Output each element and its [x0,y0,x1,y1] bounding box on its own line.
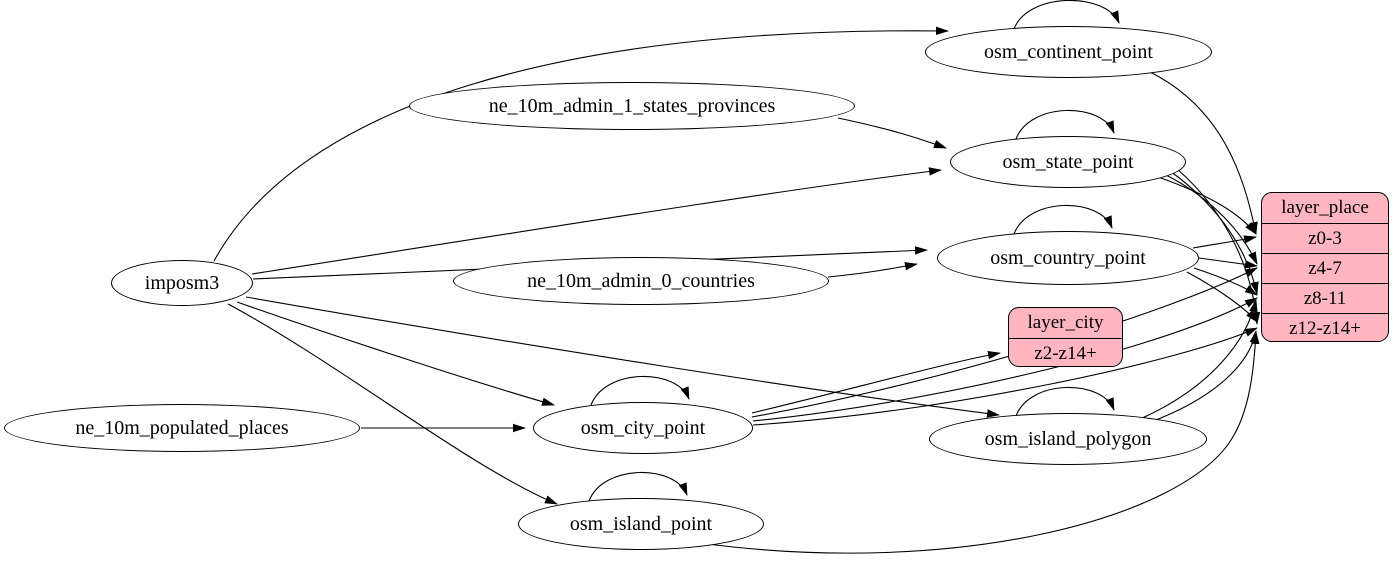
edge-osm_country_point-to-osm_country_point [1013,204,1113,235]
edge-group [213,0,1261,554]
node-osm_country_point: osm_country_point [937,231,1199,285]
edge-osm_state_point-to-layer_place-z4-7 [1163,173,1258,265]
node-ne_10m_populated_places: ne_10m_populated_places [4,404,360,452]
edge-osm_state_point-to-layer_place-z8-11 [1169,170,1259,295]
edge-osm_country_point-to-layer_place-z8-11 [1193,267,1258,296]
node-label-osm_continent_point: osm_continent_point [984,40,1153,63]
node-ne_10m_admin_0_countries: ne_10m_admin_0_countries [453,257,829,305]
record-row-layer_place-1: z4-7 [1262,253,1388,283]
edge-osm_island_polygon-to-osm_island_polygon [1015,386,1115,417]
edge-imposm3-to-osm_island_polygon [245,296,1000,418]
edge-osm_state_point-to-layer_place-z0-3 [1157,176,1257,235]
edge-osm_city_point-to-layer_city-z2-z14+ [751,350,1001,414]
edge-osm_island_polygon-to-layer_place-z12-z14+ [1147,330,1258,424]
node-label-ne_10m_admin_1_states_provinces: ne_10m_admin_1_states_provinces [488,94,776,117]
node-label-ne_10m_populated_places: ne_10m_populated_places [75,416,289,439]
edge-osm_state_point-to-osm_state_point [1015,109,1115,140]
node-label-osm_country_point: osm_country_point [990,246,1146,269]
node-imposm3: imposm3 [111,260,253,306]
edge-osm_island_point-to-layer_place-z12-z14+ [699,331,1260,554]
record-header-layer_city: layer_city [1027,312,1104,333]
edge-osm_continent_point-to-osm_continent_point [1013,0,1120,30]
edge-imposm3-to-osm_city_point [236,301,555,406]
edge-osm_city_point-to-layer_place-z12-z14+ [752,327,1258,426]
node-label-ne_10m_admin_0_countries: ne_10m_admin_0_countries [527,269,755,292]
node-layer_city: layer_city z2-z14+ [1008,307,1123,367]
record-row-layer_place-2: z8-11 [1262,283,1388,313]
node-osm_island_point: osm_island_point [518,498,764,550]
edge-imposm3-to-osm_island_point [227,303,558,505]
node-label-imposm3: imposm3 [144,271,220,294]
record-row-layer_place-0: z0-3 [1262,223,1388,253]
node-label-osm_island_polygon: osm_island_polygon [984,427,1152,450]
edge-ne_10m_admin_1_states_provinces-to-osm_state_point [837,117,947,149]
edge-osm_city_point-to-osm_city_point [590,375,690,406]
edge-osm_country_point-to-layer_place-z12-z14+ [1186,271,1258,323]
node-ne_10m_admin_1_states_provinces: ne_10m_admin_1_states_provinces [409,82,855,130]
edge-osm_country_point-to-layer_place-z4-7 [1198,257,1258,269]
edge-ne_10m_admin_0_countries-to-osm_country_point [827,262,918,278]
edge-osm_island_polygon-to-layer_place-z8-11 [1139,299,1258,420]
record-row-layer_place-3: z12-z14+ [1262,313,1388,341]
node-osm_continent_point: osm_continent_point [925,26,1212,78]
node-osm_island_polygon: osm_island_polygon [929,413,1207,465]
edge-osm_country_point-to-layer_place-z0-3 [1192,235,1257,249]
edge-osm_continent_point-to-layer_place-z0-3 [1149,71,1258,235]
edge-imposm3-to-osm_continent_point [213,26,949,262]
node-osm_state_point: osm_state_point [950,136,1186,188]
edge-osm_city_point-to-layer_place-z8-11 [752,297,1258,422]
edge-imposm3-to-osm_state_point [251,167,942,275]
record-row-layer_city-0: z2-z14+ [1009,338,1122,366]
node-label-osm_state_point: osm_state_point [1002,150,1134,173]
node-label-osm_island_point: osm_island_point [569,512,713,535]
node-osm_city_point: osm_city_point [533,402,753,454]
node-label-osm_city_point: osm_city_point [580,416,706,439]
record-header-layer_place: layer_place [1281,197,1369,218]
edge-osm_island_point-to-osm_island_point [588,471,688,502]
